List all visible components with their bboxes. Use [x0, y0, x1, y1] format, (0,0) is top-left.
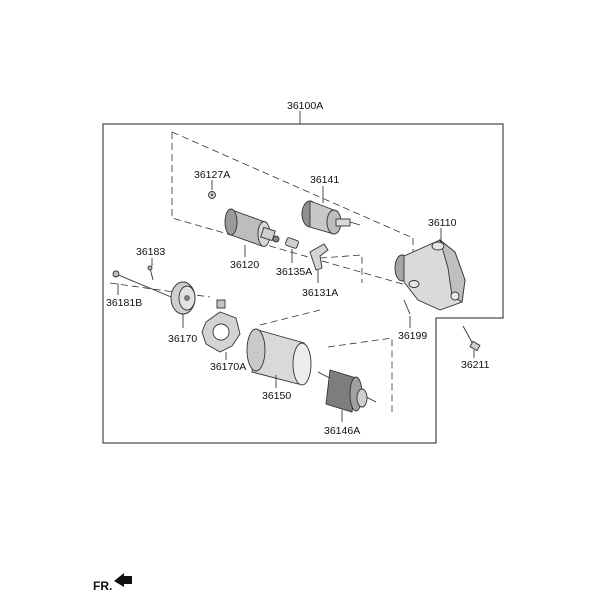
part-36127A-nut [208, 191, 216, 199]
label-36131A: 36131A [302, 287, 338, 299]
label-36135A: 36135A [276, 266, 312, 278]
part-36135A-pin [285, 237, 299, 249]
label-36199: 36199 [398, 330, 427, 342]
part-36211-bolt [462, 325, 481, 352]
front-indicator-label: FR. [93, 579, 112, 593]
part-36181B-bolt [112, 270, 177, 300]
label-36120: 36120 [230, 259, 259, 271]
label-36141: 36141 [310, 174, 339, 186]
label-36110: 36110 [428, 217, 457, 229]
assembly-frame [102, 123, 504, 444]
label-36211: 36211 [461, 359, 490, 371]
assembly-label: 36100A [287, 100, 323, 112]
part-36120-solenoid [224, 208, 280, 247]
part-36150-yoke [246, 328, 312, 386]
label-36170A: 36170A [210, 361, 246, 373]
label-36181B: 36181B [106, 297, 142, 309]
label-36127A: 36127A [194, 169, 230, 181]
part-36110-housing [394, 238, 466, 311]
part-36131A-lever [309, 243, 329, 271]
part-36170A-brush-holder [201, 299, 241, 353]
part-36141-drive-gear [301, 200, 361, 235]
label-36146A: 36146A [324, 425, 360, 437]
part-36170-end-cover [170, 281, 196, 315]
part-36199-pin [403, 299, 411, 315]
label-36150: 36150 [262, 390, 291, 402]
part-36183-screw [147, 265, 154, 281]
label-36170: 36170 [168, 333, 197, 345]
label-36183: 36183 [136, 246, 165, 258]
front-arrow-icon [114, 573, 132, 587]
part-36146A-armature [317, 369, 377, 413]
